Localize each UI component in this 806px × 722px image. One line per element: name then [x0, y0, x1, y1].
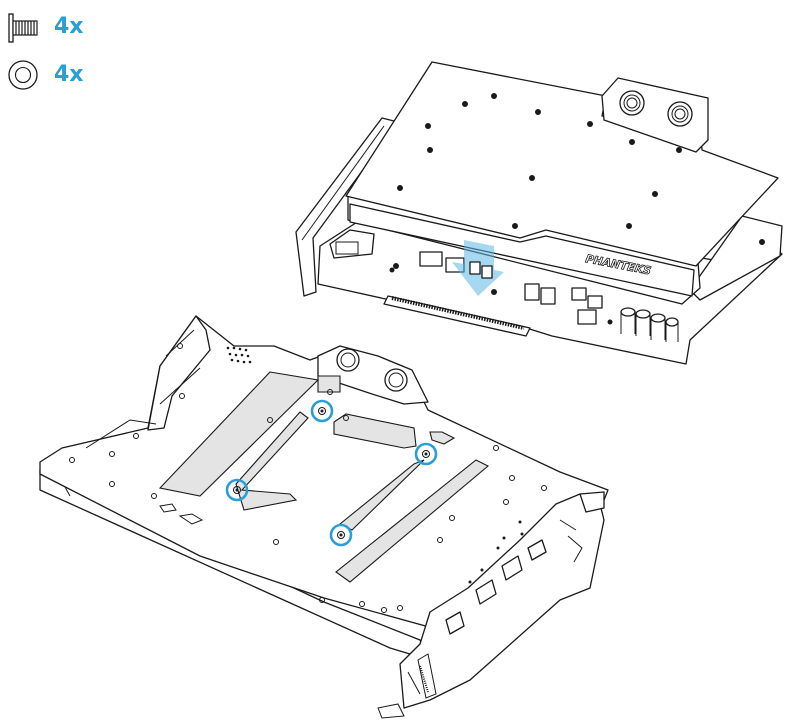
washer-quantity: 4x [54, 62, 84, 87]
backplate-port-right [384, 368, 408, 392]
screw-icon [8, 13, 38, 43]
mounting-hole-1 [310, 399, 334, 423]
part-row-washer: 4x [6, 58, 84, 92]
mounting-hole-2 [414, 442, 438, 466]
capacitors [620, 307, 679, 342]
backplate-assembly [39, 315, 609, 719]
thermal-pads [158, 371, 489, 583]
highlighted-mounting-holes [225, 399, 438, 547]
top-cover-screws [393, 93, 682, 295]
mounting-hole-4 [329, 523, 353, 547]
top-fitting-port-left [619, 90, 645, 116]
mounting-hole-3 [225, 478, 249, 502]
vent-holes [226, 346, 252, 364]
part-row-screw: 4x [6, 12, 84, 44]
io-ports [445, 539, 547, 635]
backplate-port-left [336, 348, 360, 372]
washer-icon [8, 60, 38, 90]
top-fitting-port-right [667, 101, 693, 127]
screw-quantity: 4x [54, 14, 84, 39]
pcb-components [419, 251, 603, 325]
backplate-holes [69, 343, 547, 613]
assembled-gpu-waterblock: PHANTEKS [295, 61, 783, 365]
